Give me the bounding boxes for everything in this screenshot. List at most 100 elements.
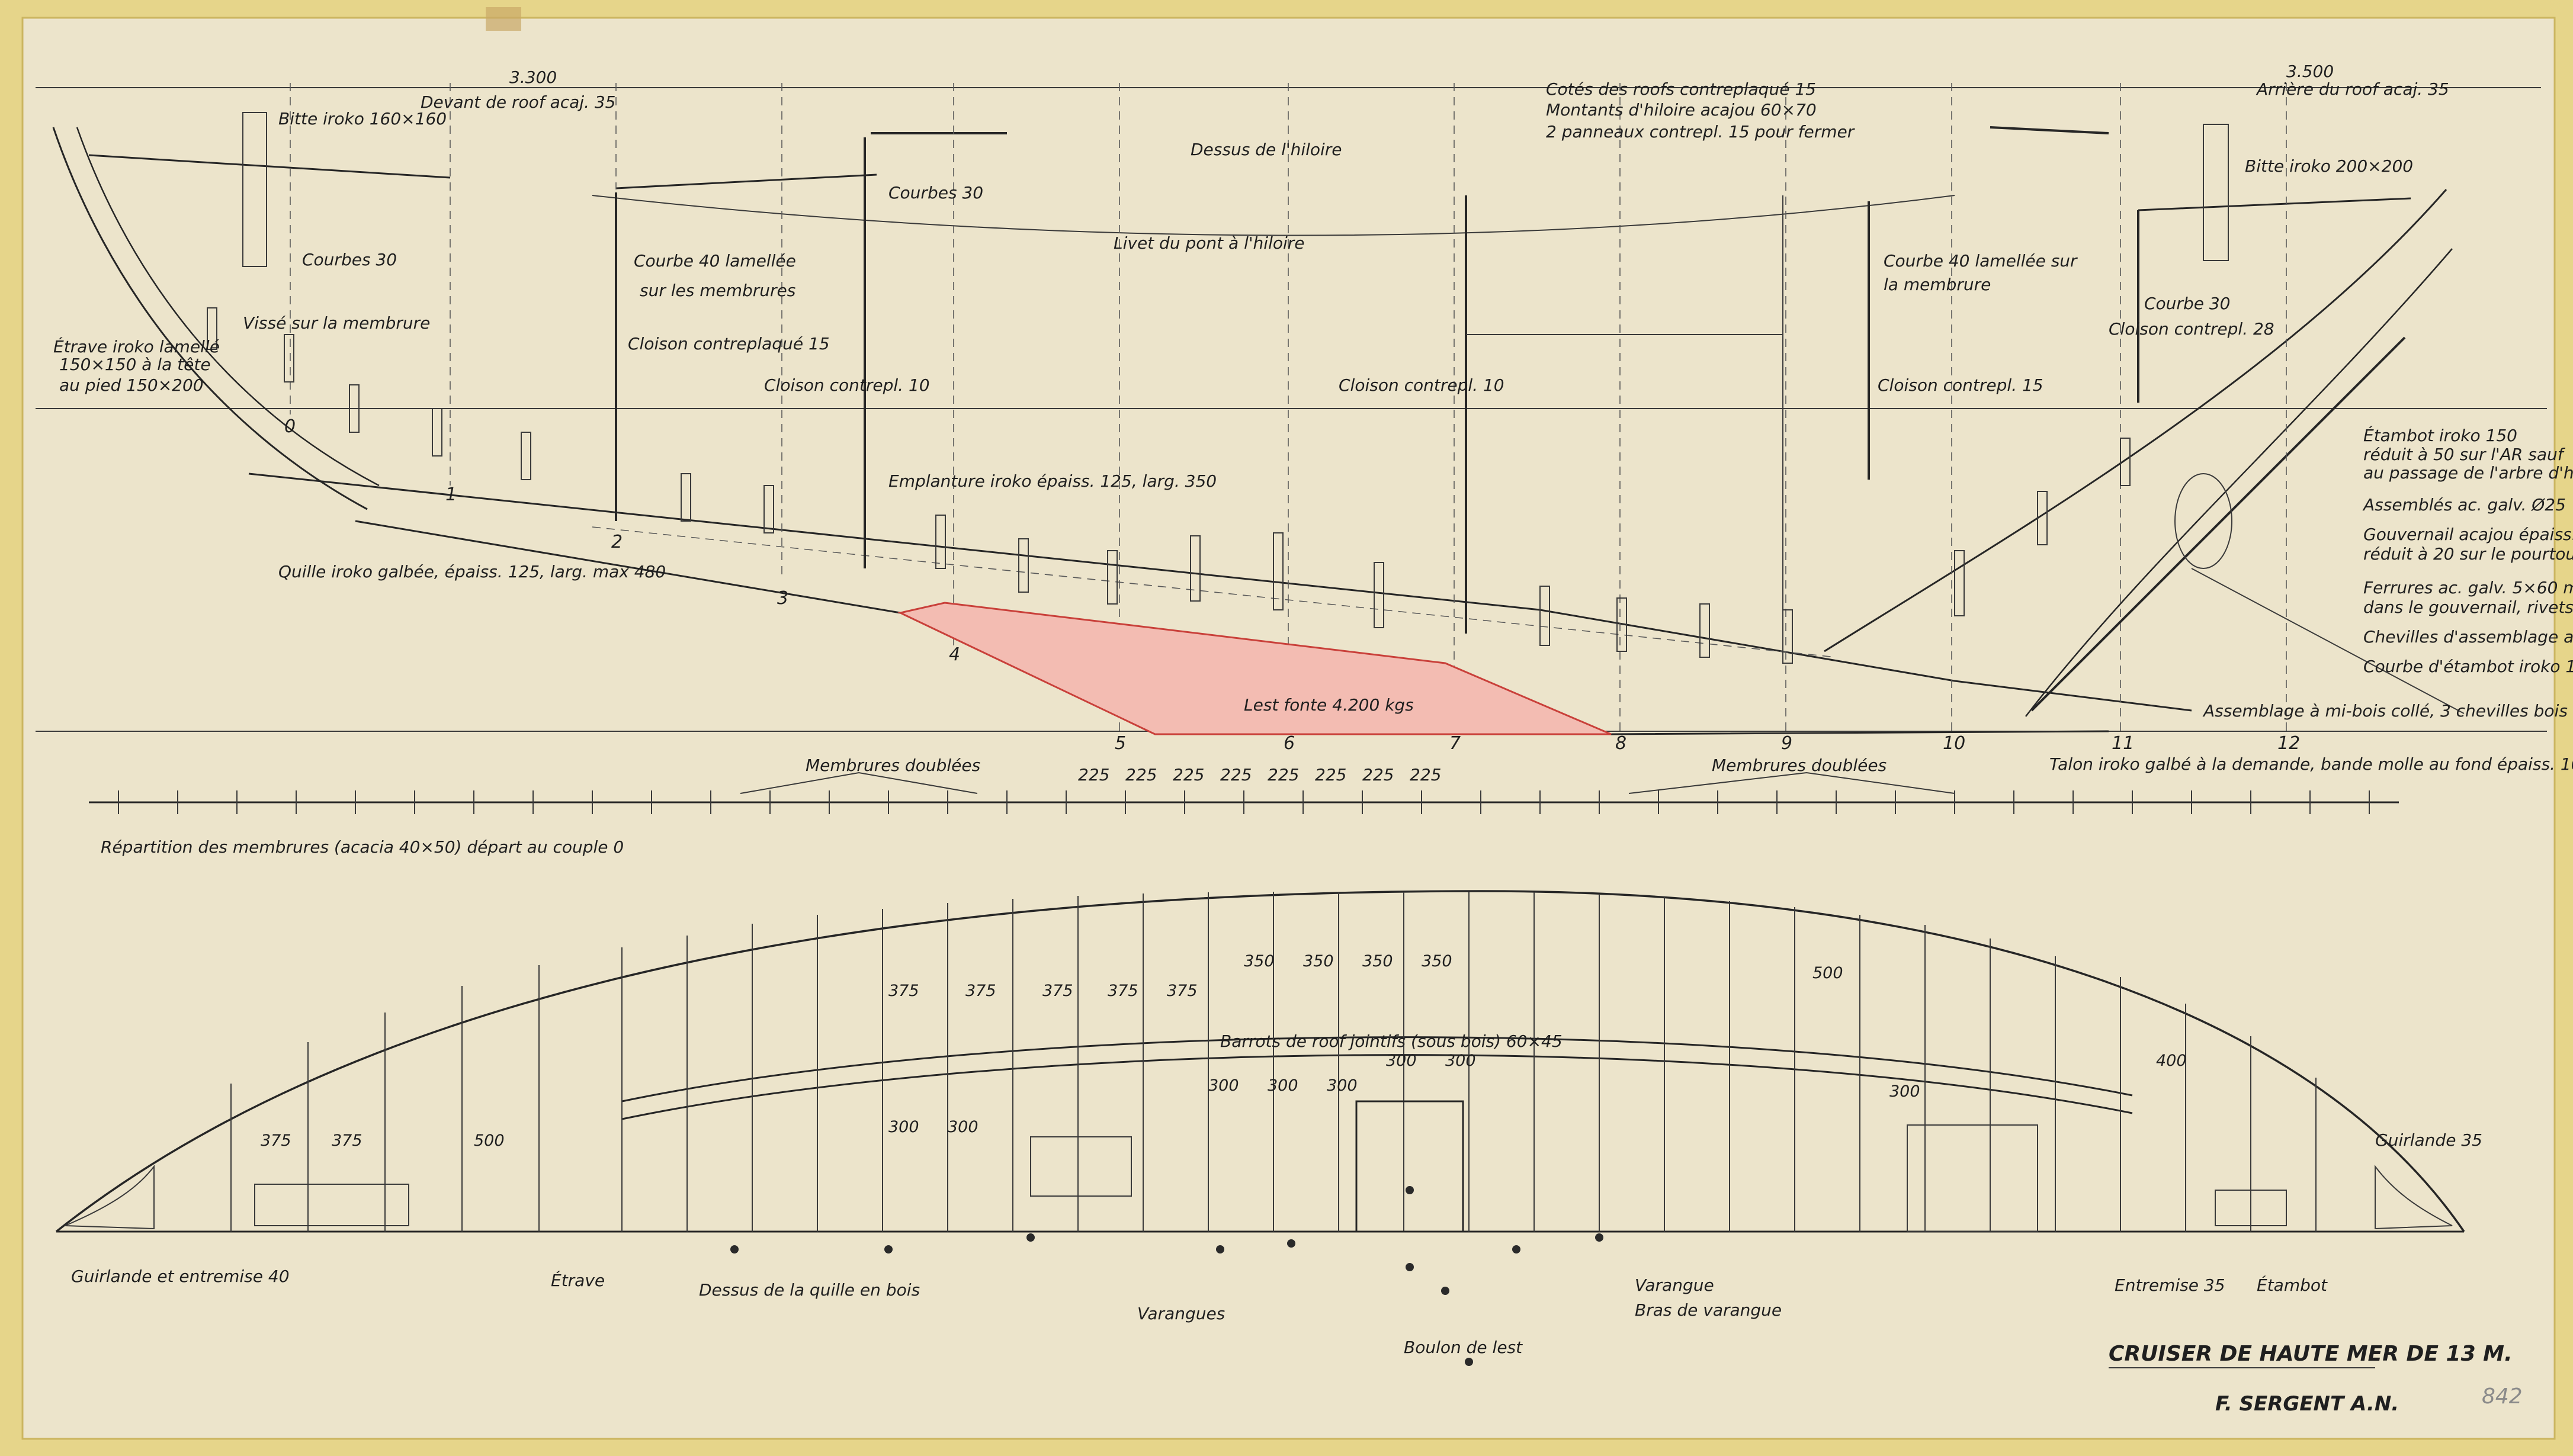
label-guirlande-left: Guirlande et entremise 40 — [71, 1267, 290, 1286]
keel-top — [248, 473, 2192, 712]
rudder-stock — [2030, 336, 2406, 712]
sheet-number: 842 — [2482, 1384, 2523, 1409]
plan-dim: 300 — [1208, 1076, 1239, 1095]
label-assemblage: Assemblage à mi-bois collé, 3 chevilles … — [2202, 701, 2573, 721]
label-cloison-left: Cloison contreplaqué 15 — [628, 334, 830, 353]
breasthook-aft — [2375, 1165, 2453, 1230]
label-gouvernail2: réduit à 20 sur le pourtour — [2363, 544, 2573, 564]
breasthook-fore — [65, 1165, 155, 1230]
plan-dim: 300 — [1889, 1082, 1920, 1101]
label-courbe-lamellee-left: Courbe 40 lamellée — [634, 251, 796, 271]
sternpost-outer — [1824, 189, 2447, 653]
label-roof3: 2 panneaux contrepl. 15 pour fermer — [1546, 122, 1855, 142]
plan-dim: 375 — [332, 1132, 362, 1150]
label-courbes-30b: Courbes 30 — [888, 183, 983, 203]
frame-spacing-labels: Membrures doublées Membrures doublées 22… — [101, 756, 1887, 857]
hull-outline-plan — [55, 890, 2465, 1233]
cabin-top-2 — [1990, 126, 2109, 134]
plan-dim: 300 — [1445, 1052, 1476, 1070]
label-boulon: Boulon de lest — [1404, 1338, 1523, 1357]
label-etambot4: Assemblés ac. galv. Ø25 — [2362, 495, 2566, 515]
label-courbes-30: Courbes 30 — [302, 250, 397, 269]
station-label: 4 — [949, 644, 960, 665]
plan-dim: 375 — [1167, 982, 1198, 1000]
station-label: 9 — [1781, 733, 1792, 754]
frame-spacing: 225 — [1410, 765, 1441, 785]
label-emplanture: Emplanture iroko épaiss. 125, larg. 350 — [888, 471, 1217, 491]
label-etrave-dim2: au pied 150×200 — [59, 375, 204, 395]
label-courbe-etambot: Courbe d'étambot iroko 150 — [2363, 657, 2573, 676]
label-guirlande-right: Guirlande 35 — [2375, 1130, 2482, 1150]
station-label: 10 — [1943, 733, 1965, 754]
lazarette-panel — [2215, 1190, 2287, 1226]
sternpost-inner — [2025, 248, 2453, 717]
plan-dim: 375 — [965, 982, 996, 1000]
label-cloison-center: Cloison contrepl. 10 — [1339, 375, 1504, 395]
frame-spacing: 225 — [1220, 765, 1252, 785]
station-label: 3 — [777, 588, 788, 609]
label-dessus-hiloire: Dessus de l'hiloire — [1191, 140, 1342, 159]
plan-view: 375 375 375 375 375 350 350 350 350 500 … — [55, 890, 2482, 1366]
label-roof1: Cotés des roofs contreplaqué 15 — [1546, 79, 1816, 99]
plan-dim: 350 — [1422, 952, 1452, 970]
frame-spacing: 225 — [1173, 765, 1204, 785]
plan-dim: 375 — [888, 982, 919, 1000]
label-bras: Bras de varangue — [1635, 1300, 1782, 1320]
label-etambot1: Étambot iroko 150 — [2363, 425, 2517, 445]
frame-spacing: 225 — [1315, 765, 1346, 785]
rabbet-line — [592, 526, 1837, 658]
label-cloison-far: Cloison contrepl. 28 — [2109, 319, 2274, 339]
plan-dim: 500 — [1812, 964, 1843, 982]
deck-aft — [2138, 197, 2411, 211]
label-lest: Lest fonte 4.200 kgs — [1244, 695, 1414, 715]
label-etrave: Étrave iroko lamellé — [53, 336, 220, 356]
frame-spacing: 225 — [1125, 765, 1157, 785]
title-block: CRUISER DE HAUTE MER DE 13 M. F. SERGENT… — [2109, 1342, 2523, 1416]
label-cloison-mid: Cloison contrepl. 10 — [764, 375, 930, 395]
profile-labels: 3.300 3.500 Bitte iroko 160×160 Courbes … — [53, 62, 2573, 774]
plan-dim: 400 — [2156, 1052, 2187, 1070]
label-courbe-lamellee-right: Courbe 40 lamellée sur — [1884, 251, 2078, 271]
sheer-line — [592, 195, 1955, 236]
label-arriere-roof: Arrière du roof acaj. 35 — [2256, 79, 2449, 99]
station-label: 11 — [2112, 733, 2134, 754]
label-quille: Quille iroko galbée, épaiss. 125, larg. … — [278, 562, 666, 581]
drawing-title: CRUISER DE HAUTE MER DE 13 M. — [2109, 1342, 2513, 1366]
station-label: 0 — [284, 416, 296, 437]
deck-mid — [615, 173, 877, 189]
plan-dim: 350 — [1244, 952, 1275, 970]
label-gouvernail1: Gouvernail acajou épaiss. 40 — [2363, 525, 2573, 544]
label-etrave-plan: Étrave — [551, 1270, 605, 1290]
label-ferrures2: dans le gouvernail, rivets Ø10 — [2363, 597, 2573, 617]
label-cloison-right: Cloison contrepl. 15 — [1878, 375, 2043, 395]
roof-side-outer — [621, 1036, 2133, 1103]
stem-outer — [52, 127, 368, 510]
label-varangue: Varangue — [1635, 1275, 1714, 1295]
tape-scrap — [486, 7, 521, 31]
plan-dim: 300 — [1386, 1052, 1417, 1070]
plan-labels: Barrots de roof jointifs (sous bois) 60×… — [71, 1031, 2482, 1357]
plan-dimensions: 375 375 375 375 375 350 350 350 350 500 … — [261, 952, 2187, 1150]
label-etrave-dim1: 150×150 à la tête — [59, 355, 211, 374]
forepeak-panel — [254, 1184, 409, 1226]
label-etambot3: au passage de l'arbre d'hélice — [2363, 463, 2573, 483]
frame-spacing: 225 — [1362, 765, 1394, 785]
station-numbers: 0 1 2 3 4 5 6 7 8 9 10 11 12 — [284, 416, 2300, 754]
hatch-fore — [1030, 1136, 1132, 1197]
frame-spacing: 225 — [1078, 765, 1109, 785]
station-label: 5 — [1115, 733, 1126, 754]
station-label: 6 — [1284, 733, 1295, 754]
label-entremise: Entremise 35 — [2115, 1275, 2225, 1295]
frames-left-label: Membrures doublées — [806, 756, 980, 775]
plan-dim: 300 — [1327, 1076, 1358, 1095]
dim-left: 3.300 — [509, 68, 557, 87]
station-label: 2 — [611, 532, 623, 552]
doubled-frames-bracket-left — [740, 772, 978, 794]
doubled-frames-bracket-right — [1628, 772, 1955, 794]
station-lines — [290, 83, 2287, 731]
dim-right: 3.500 — [2286, 62, 2334, 81]
drawing-author: F. SERGENT A.N. — [2215, 1392, 2399, 1416]
frame-posts — [207, 307, 2131, 664]
label-vissee: Vissé sur la membrure — [243, 313, 430, 333]
